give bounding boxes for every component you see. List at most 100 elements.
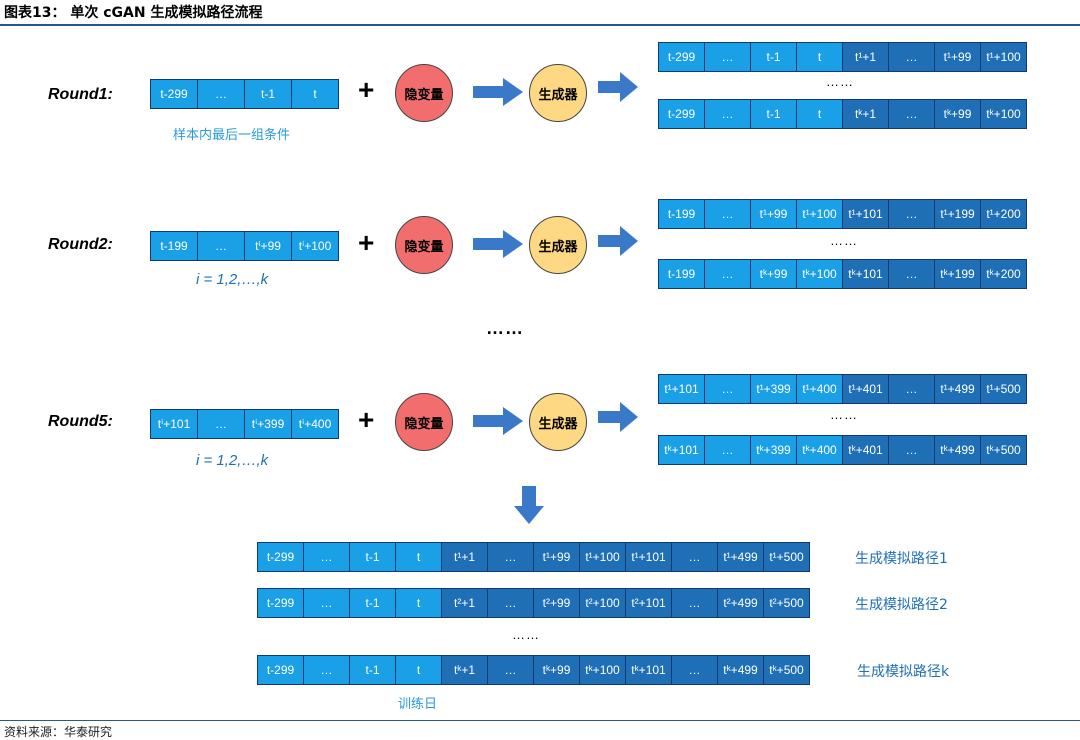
figure-title: 图表13： 单次 cGAN 生成模拟路径流程 [4,5,263,21]
seq-cell: tᵏ+101 [842,259,889,289]
seq-cell: t-299 [658,42,705,72]
path-label-2: 生成模拟路径2 [855,597,948,613]
training-day-label: 训练日 [398,697,438,712]
arrow-right-icon [473,407,523,435]
seq-cell: t-199 [150,231,198,261]
latent-variable-node: 隐变量 [395,64,453,122]
seq-cell: tᵏ+500 [980,435,1027,465]
source-note: 资料来源：华泰研究 [4,725,113,739]
round2-note: i = 1,2,…,k [196,271,269,288]
generator-node: 生成器 [529,393,587,451]
seq-cell: tᵏ+1 [842,99,889,129]
seq-cell: t-199 [658,199,705,229]
seq-cell: … [888,199,935,229]
seq-cell: … [303,655,350,685]
latent-variable-node: 隐变量 [395,216,453,274]
seq-cell: tᵏ+101 [658,435,705,465]
seq-cell: … [487,655,534,685]
seq-cell: tᵏ+401 [842,435,889,465]
seq-cell: t [395,542,442,572]
seq-cell: tᵏ+99 [750,259,797,289]
seq-cell: t¹+101 [658,374,705,404]
seq-cell: t-299 [257,588,304,618]
seq-cell: t¹+399 [750,374,797,404]
seq-cell: t¹+101 [625,542,672,572]
seq-cell: t¹+500 [980,374,1027,404]
round2-output-bottom-seq: t-199 … tᵏ+99 tᵏ+100 tᵏ+101 … tᵏ+199 tᵏ+… [658,259,1027,289]
seq-cell: … [704,42,751,72]
seq-cell: … [303,588,350,618]
seq-cell: t-299 [257,655,304,685]
generator-node: 生成器 [529,216,587,274]
round1-note: 样本内最后一组条件 [173,128,291,143]
seq-cell: … [303,542,350,572]
seq-cell: tᵏ+99 [533,655,580,685]
seq-cell: … [704,259,751,289]
round2-input-seq: t-199 … tⁱ+99 tⁱ+100 [150,231,339,261]
ellipsis: …… [830,233,858,248]
seq-cell: t¹+401 [842,374,889,404]
seq-cell: … [704,374,751,404]
simulated-path-1-seq: t-299 … t-1 t t¹+1 … t¹+99 t¹+100 t¹+101… [257,542,810,572]
seq-cell: … [888,435,935,465]
path-label-k: 生成模拟路径k [857,664,950,680]
seq-cell: tᵏ+200 [980,259,1027,289]
seq-cell: tᵏ+99 [934,99,981,129]
ellipsis: …… [826,74,854,89]
path-label-1: 生成模拟路径1 [855,551,948,567]
round5-label: Round5: [48,413,113,430]
seq-cell: t-199 [658,259,705,289]
arrow-right-icon [598,72,638,102]
latent-variable-node: 隐变量 [395,393,453,451]
seq-cell: t¹+99 [750,199,797,229]
seq-cell: … [704,199,751,229]
ellipsis: …… [830,407,858,422]
seq-cell: t¹+99 [533,542,580,572]
plus-sign: + [358,404,375,435]
seq-cell: … [487,588,534,618]
round2-output-top-seq: t-199 … t¹+99 t¹+100 t¹+101 … t¹+199 t¹+… [658,199,1027,229]
seq-cell: … [487,542,534,572]
plus-sign: + [358,74,375,105]
seq-cell: t-299 [150,79,198,109]
title-rule [0,24,1080,26]
arrow-right-icon [473,230,523,258]
seq-cell: t²+1 [441,588,488,618]
generator-node: 生成器 [529,64,587,122]
round1-label: Round1: [48,86,113,103]
round5-input-seq: tⁱ+101 … tⁱ+399 tⁱ+400 [150,409,339,439]
seq-cell: t [796,42,843,72]
paths-ellipsis: …… [512,627,540,642]
seq-cell: t [395,655,442,685]
rounds-ellipsis: …… [486,318,524,338]
seq-cell: t¹+199 [934,199,981,229]
seq-cell: tⁱ+100 [291,231,339,261]
seq-cell: … [888,99,935,129]
seq-cell: t [395,588,442,618]
seq-cell: tᵏ+499 [717,655,764,685]
seq-cell: t²+100 [579,588,626,618]
seq-cell: tⁱ+99 [244,231,292,261]
plus-sign: + [358,227,375,258]
seq-cell: t¹+499 [934,374,981,404]
round1-output-bottom-seq: t-299 … t-1 t tᵏ+1 … tᵏ+99 tᵏ+100 [658,99,1027,129]
round5-output-top-seq: t¹+101 … t¹+399 t¹+400 t¹+401 … t¹+499 t… [658,374,1027,404]
seq-cell: t¹+99 [934,42,981,72]
round1-input-seq: t-299 … t-1 t [150,79,339,109]
seq-cell: … [197,409,245,439]
seq-cell: t¹+100 [980,42,1027,72]
seq-cell: tᵏ+1 [441,655,488,685]
seq-cell: t-1 [349,655,396,685]
round1-output-top-seq: t-299 … t-1 t t¹+1 … t¹+99 t¹+100 [658,42,1027,72]
seq-cell: tᵏ+199 [934,259,981,289]
round5-note: i = 1,2,…,k [196,452,269,469]
seq-cell: t-1 [750,42,797,72]
seq-cell: … [197,79,245,109]
seq-cell: … [671,588,718,618]
seq-cell: tⁱ+399 [244,409,292,439]
seq-cell: … [704,435,751,465]
arrow-right-icon [598,402,638,432]
seq-cell: t²+499 [717,588,764,618]
seq-cell: t¹+200 [980,199,1027,229]
seq-cell: … [671,655,718,685]
